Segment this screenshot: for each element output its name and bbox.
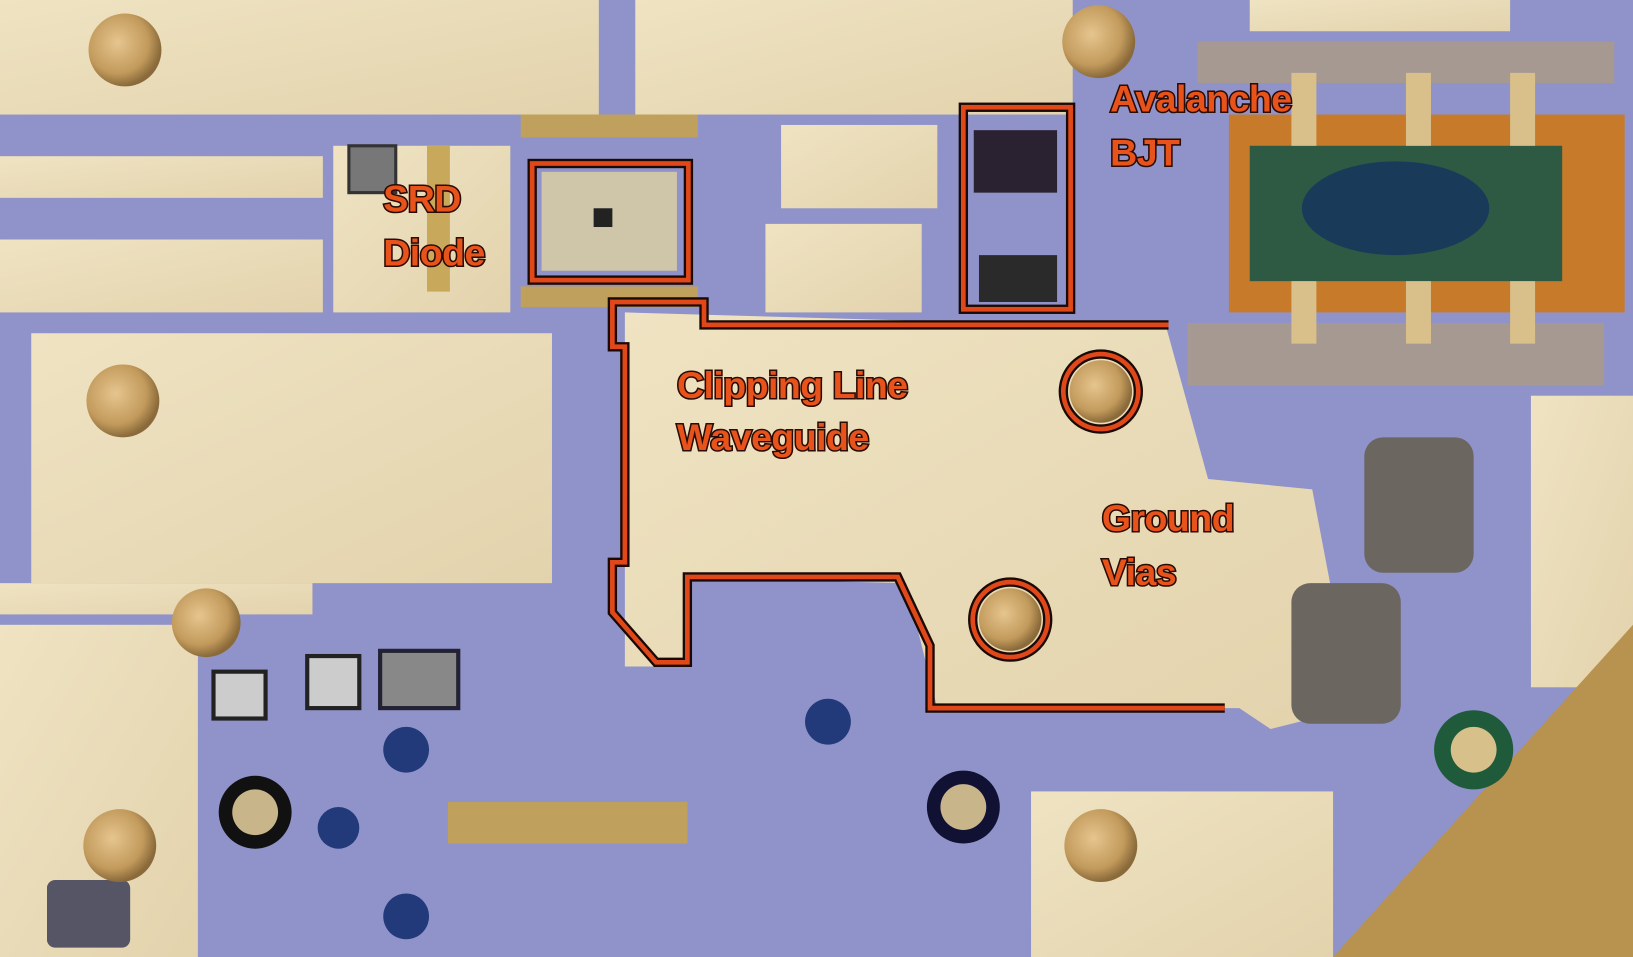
clipping-line-label-line2: Waveguide	[677, 416, 869, 458]
ground-via-circle-1	[1060, 351, 1141, 432]
annotation-outlines	[527, 102, 1225, 713]
avalanche-bjt-box	[961, 104, 1073, 312]
ground-vias-label-line1: Ground	[1102, 497, 1234, 539]
avalanche-bjt-label-line1: Avalanche	[1110, 77, 1291, 119]
srd-diode-label-line2: Diode	[383, 232, 485, 274]
ground-vias-label-line2: Vias	[1102, 551, 1176, 593]
srd-diode-box	[529, 161, 691, 283]
transformer-module	[1228, 72, 1625, 344]
vias	[83, 5, 1138, 883]
gold-region	[1333, 624, 1633, 957]
inductors	[1291, 437, 1474, 724]
srd-diode-label-line1: SRD	[383, 177, 461, 219]
ground-via-circle-2	[970, 579, 1051, 660]
avalanche-bjt-label-line2: BJT	[1110, 132, 1180, 174]
clipping-line-label-line1: Clipping Line	[677, 364, 908, 406]
clipping-line-outline	[610, 299, 1225, 711]
components	[46, 130, 1514, 948]
